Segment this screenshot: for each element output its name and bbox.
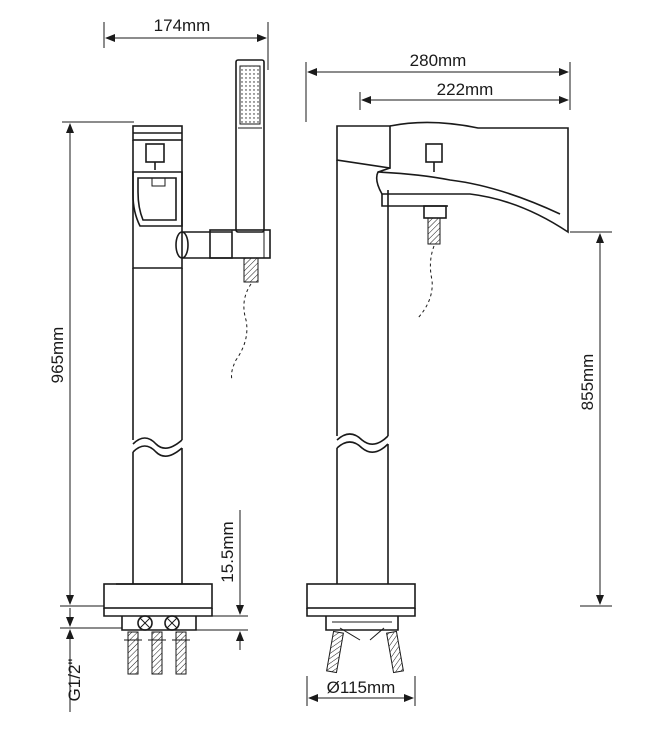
label-inlet-thread: G1/2" (65, 659, 84, 702)
column-front (132, 268, 183, 584)
base-side (306, 583, 416, 631)
spout-side (336, 121, 569, 234)
connectors-side (326, 627, 404, 674)
dim-inlet-thread: G1/2" (60, 608, 122, 712)
label-body-width: 174mm (154, 16, 211, 35)
shower-holder (175, 229, 271, 259)
dim-overall-length: 280mm (305, 51, 571, 122)
dim-base-thickness: 15.5mm (196, 510, 248, 650)
hand-shower (231, 59, 265, 381)
label-total-height: 965mm (48, 327, 67, 384)
label-base-thickness: 15.5mm (218, 521, 237, 582)
mixer-head (132, 125, 183, 269)
dim-spout-length: 222mm (359, 80, 569, 110)
dim-total-height: 965mm (48, 121, 134, 607)
inlet-connectors (124, 631, 190, 675)
dim-spout-height: 855mm (570, 231, 612, 607)
hose-connector-side (417, 205, 447, 319)
label-spout-length: 222mm (437, 80, 494, 99)
front-view: 174mm (48, 16, 271, 712)
base-front (103, 583, 213, 631)
side-view: 280mm 222mm (305, 51, 612, 706)
dim-body-width: 174mm (103, 16, 269, 70)
column-side (336, 168, 389, 584)
label-base-diameter: Ø115mm (327, 678, 396, 697)
label-spout-height: 855mm (578, 354, 597, 411)
dim-base-diameter: Ø115mm (306, 676, 416, 706)
label-overall-length: 280mm (410, 51, 467, 70)
